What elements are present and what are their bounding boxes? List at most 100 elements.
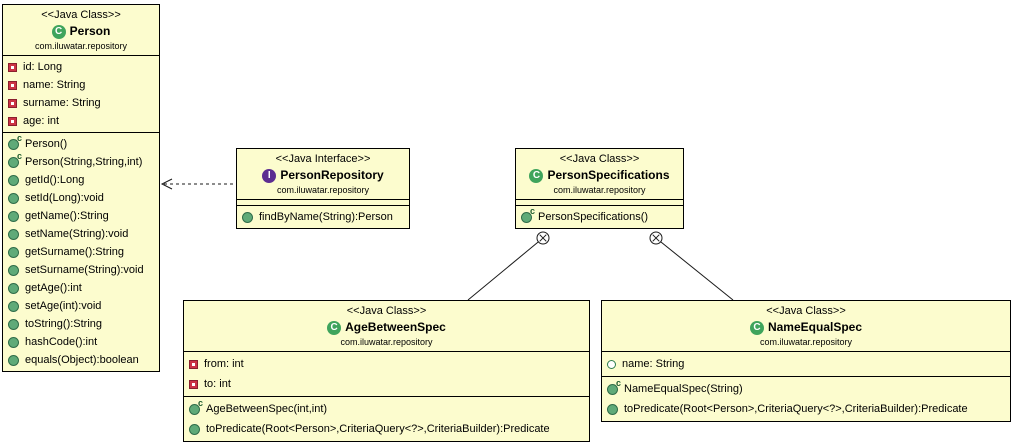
- stereotype-label: <<Java Interface>>: [275, 153, 371, 165]
- methods-compartment: NameEqualSpec(String) toPredicate(Root<Pe…: [602, 376, 1010, 421]
- member-row[interactable]: NameEqualSpec(String): [602, 378, 1010, 399]
- method-icon: [8, 192, 19, 204]
- member-row[interactable]: PersonSpecifications(): [516, 206, 683, 226]
- package-name: com.iluwatar.repository: [276, 185, 370, 195]
- private-field-icon: [8, 62, 17, 72]
- class-header: <<Java Interface>> I PersonRepository co…: [237, 149, 409, 199]
- method-icon: [607, 403, 618, 415]
- open-arrowhead-icon: [160, 178, 173, 190]
- nested-class-connector-agebetweenspec[interactable]: [467, 231, 550, 301]
- member-label: NameEqualSpec(String): [624, 383, 743, 395]
- class-name: AgeBetweenSpec: [345, 320, 446, 334]
- methods-compartment: Person()Person(String,String,int) getId()…: [3, 132, 159, 371]
- member-label: setAge(int):void: [25, 300, 102, 312]
- stereotype-label: <<Java Class>>: [766, 305, 846, 317]
- class-header: <<Java Class>> C PersonSpecifications co…: [516, 149, 683, 199]
- member-row[interactable]: findByName(String):Person: [237, 208, 409, 226]
- member-row[interactable]: setName(String):void: [3, 225, 159, 243]
- method-icon: [8, 300, 19, 312]
- method-icon: [8, 318, 19, 330]
- class-name: PersonRepository: [280, 168, 384, 182]
- member-label: surname: String: [23, 97, 101, 109]
- method-icon: [189, 423, 200, 435]
- member-label: id: Long: [23, 61, 63, 73]
- member-row[interactable]: equals(Object):boolean: [3, 351, 159, 369]
- member-row[interactable]: surname: String: [3, 94, 159, 112]
- circled-x-anchor-icon: [536, 231, 550, 245]
- member-label: setSurname(String):void: [25, 264, 144, 276]
- class-box-personspecifications[interactable]: <<Java Class>> C PersonSpecifications co…: [515, 148, 684, 229]
- member-label: toString():String: [25, 318, 103, 330]
- constructor-icon: [521, 206, 535, 223]
- methods-compartment: PersonSpecifications(): [516, 205, 683, 228]
- member-row[interactable]: Person(String,String,int): [3, 151, 159, 171]
- member-row[interactable]: to: int: [184, 374, 589, 394]
- member-row[interactable]: hashCode():int: [3, 333, 159, 351]
- member-row[interactable]: getAge():int: [3, 279, 159, 297]
- constructor-icon: [607, 378, 621, 395]
- member-row[interactable]: getSurname():String: [3, 243, 159, 261]
- member-row[interactable]: toPredicate(Root<Person>,CriteriaQuery<?…: [184, 419, 589, 439]
- class-box-personrepository[interactable]: <<Java Interface>> I PersonRepository co…: [236, 148, 410, 229]
- member-row[interactable]: from: int: [184, 354, 589, 374]
- method-icon: [8, 246, 19, 258]
- member-label: getAge():int: [25, 282, 82, 294]
- fields-compartment: [516, 199, 683, 205]
- member-row[interactable]: getId():Long: [3, 171, 159, 189]
- member-label: hashCode():int: [25, 336, 98, 348]
- public-field-icon: [607, 359, 616, 369]
- member-label: name: String: [622, 358, 685, 370]
- package-name: com.iluwatar.repository: [759, 337, 853, 347]
- method-icon: [8, 336, 19, 348]
- private-field-icon: [8, 98, 17, 108]
- member-label: toPredicate(Root<Person>,CriteriaQuery<?…: [624, 403, 968, 415]
- method-icon: [242, 211, 253, 223]
- member-row[interactable]: age: int: [3, 112, 159, 130]
- member-label: age: int: [23, 115, 60, 127]
- stereotype-label: <<Java Class>>: [41, 9, 121, 21]
- member-row[interactable]: toPredicate(Root<Person>,CriteriaQuery<?…: [602, 399, 1010, 419]
- member-row[interactable]: Person(): [3, 133, 159, 153]
- method-icon: [8, 228, 19, 240]
- class-box-nameequalspec[interactable]: <<Java Class>> C NameEqualSpec com.iluwa…: [601, 300, 1011, 422]
- fields-compartment: name: String: [602, 351, 1010, 376]
- member-label: equals(Object):boolean: [25, 354, 139, 366]
- dependency-arrow-personrepository-to-person[interactable]: [160, 178, 236, 190]
- member-label: name: String: [23, 79, 86, 91]
- class-box-person[interactable]: <<Java Class>> C Person com.iluwatar.rep…: [2, 4, 160, 372]
- method-icon: [8, 174, 19, 186]
- member-row[interactable]: toString():String: [3, 315, 159, 333]
- member-row[interactable]: setAge(int):void: [3, 297, 159, 315]
- member-row[interactable]: name: String: [3, 76, 159, 94]
- class-name: NameEqualSpec: [767, 320, 863, 334]
- fields-compartment: [237, 199, 409, 205]
- methods-compartment: AgeBetweenSpec(int,int) toPredicate(Root<…: [184, 396, 589, 441]
- class-name: PersonSpecifications: [547, 168, 670, 182]
- member-label: PersonSpecifications(): [538, 211, 649, 223]
- member-row[interactable]: setId(Long):void: [3, 189, 159, 207]
- class-icon: C: [529, 168, 544, 183]
- member-row[interactable]: setSurname(String):void: [3, 261, 159, 279]
- member-label: findByName(String):Person: [259, 211, 393, 223]
- private-field-icon: [8, 116, 17, 126]
- member-label: toPredicate(Root<Person>,CriteriaQuery<?…: [206, 423, 550, 435]
- nested-class-connector-nameequalspec[interactable]: [649, 231, 734, 301]
- member-label: AgeBetweenSpec(int,int): [206, 403, 328, 415]
- member-label: Person(): [25, 138, 68, 150]
- member-row[interactable]: AgeBetweenSpec(int,int): [184, 398, 589, 419]
- class-box-agebetweenspec[interactable]: <<Java Class>> C AgeBetweenSpec com.iluw…: [183, 300, 590, 442]
- member-row[interactable]: getName():String: [3, 207, 159, 225]
- member-label: getName():String: [25, 210, 109, 222]
- member-row[interactable]: name: String: [602, 354, 1010, 374]
- fields-compartment: id: Long name: String surname: String age: …: [3, 55, 159, 132]
- member-label: getId():Long: [25, 174, 85, 186]
- member-label: setName(String):void: [25, 228, 129, 240]
- constructor-icon: [8, 151, 22, 168]
- member-row[interactable]: id: Long: [3, 58, 159, 76]
- circled-x-anchor-icon: [649, 231, 663, 245]
- private-field-icon: [8, 80, 17, 90]
- interface-icon: I: [262, 168, 277, 183]
- methods-compartment: findByName(String):Person: [237, 205, 409, 228]
